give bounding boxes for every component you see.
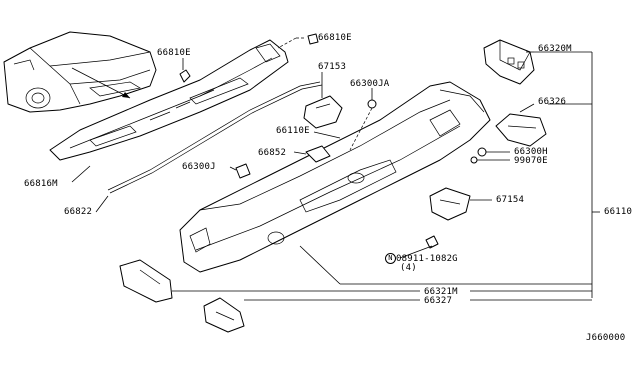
callout-66852: 66852 [258, 148, 287, 158]
callout-66110: 66110 [604, 207, 633, 217]
callout-08911-qty: (4) [400, 263, 417, 273]
callout-66326: 66326 [538, 97, 567, 107]
bracket-66326 [495, 113, 547, 147]
callout-66810E-right: 66810E [318, 33, 352, 43]
callout-66321M: 66321M [424, 287, 458, 297]
bracket-67154 [429, 187, 471, 221]
callout-66810E-left: 66810E [157, 48, 191, 58]
callout-66300J: 66300J [182, 162, 216, 172]
callout-66327: 66327 [424, 296, 453, 306]
bolt-99070E [470, 156, 478, 164]
callout-66822: 66822 [64, 207, 93, 217]
bracket-66327 [203, 297, 245, 333]
bracket-66320M [483, 39, 535, 85]
callout-66816M: 66816M [24, 179, 58, 189]
callout-67153: 67153 [318, 62, 347, 72]
clip-66810E-left [179, 69, 191, 83]
callout-66300H: 66300H [514, 147, 548, 157]
callout-08911-number: 08911-1082G [396, 254, 458, 264]
part-66852 [305, 145, 331, 163]
callout-67154: 67154 [496, 195, 525, 205]
cowl-top-cover [49, 39, 289, 161]
clip-66300JA [367, 99, 377, 109]
bolt-08911 [425, 235, 439, 249]
bracket-66321M [119, 259, 173, 303]
cowl-seal-strip [107, 81, 321, 191]
leader-lines [71, 37, 600, 301]
clip-66300H [477, 147, 487, 157]
callout-66110E: 66110E [276, 126, 310, 136]
callout-99070E: 99070E [514, 156, 548, 166]
cowl-panel [179, 81, 491, 273]
bracket-67153 [303, 95, 343, 129]
clip-66300J [235, 163, 251, 179]
vehicle-outline [3, 31, 157, 113]
clip-66810E-right [307, 33, 319, 45]
nut-symbol-icon: N [385, 253, 396, 264]
callout-66300JA: 66300JA [350, 79, 390, 89]
diagram-id: J660000 [586, 333, 626, 343]
callout-66320M: 66320M [538, 44, 572, 54]
